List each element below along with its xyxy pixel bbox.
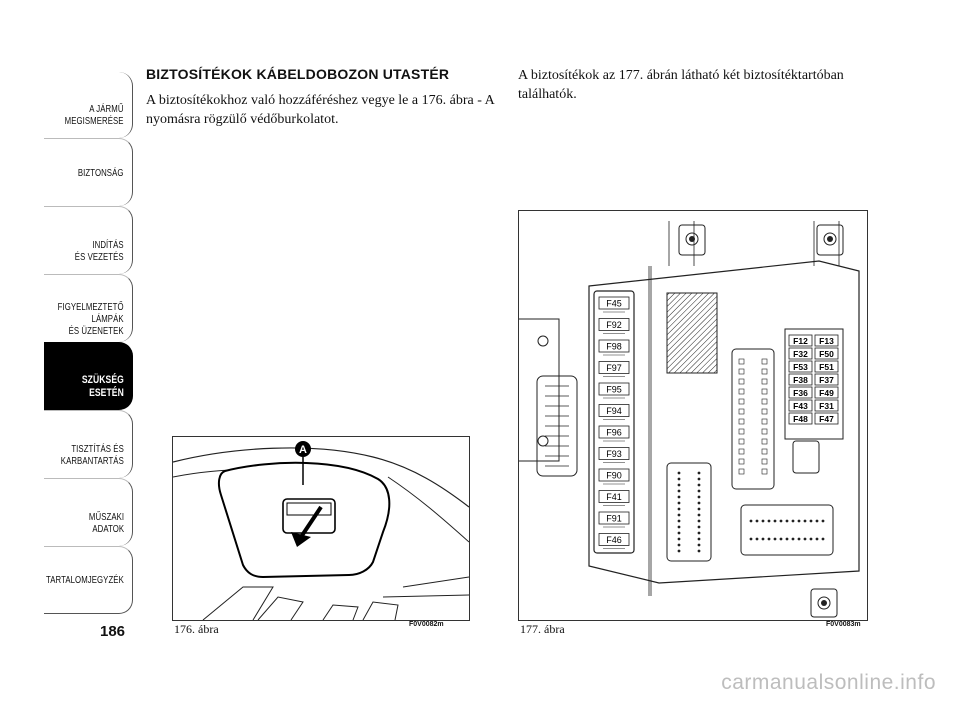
fuse-f97: F97 [598, 361, 630, 377]
fuse-label: F49 [819, 388, 834, 398]
figure-176-code: F0V0082m [409, 621, 444, 628]
fuse-f50: F50 [814, 347, 839, 360]
fuse-label: F92 [606, 320, 622, 330]
tab-label: MŰSZAKI [88, 512, 124, 523]
fuse-f12: F12 [788, 334, 813, 347]
figure-176-caption: 176. ábra [174, 622, 219, 636]
fuse-f93: F93 [598, 447, 630, 463]
section-heading: BIZTOSÍTÉKOK KÁBELDOBOZON UTASTÉR [146, 66, 450, 82]
fuse-f43: F43 [788, 399, 813, 412]
fuse-label: F50 [819, 349, 834, 359]
fuse-f46: F46 [598, 533, 630, 549]
figure-177-caption: 177. ábra [520, 622, 565, 636]
fuse-label: F12 [793, 336, 808, 346]
fuse-label: F46 [606, 535, 622, 545]
tab-label: A JÁRMŰ [89, 104, 124, 115]
fuse-f32: F32 [788, 347, 813, 360]
cover-illustration: A [172, 441, 470, 621]
watermark: carmanualsonline.info [721, 671, 936, 694]
fuse-label: F51 [819, 362, 834, 372]
fuse-label: F13 [819, 336, 834, 346]
tab-label: FIGYELMEZTETŐ [57, 302, 124, 313]
fuse-label: F98 [606, 342, 622, 352]
fuse-label: F90 [606, 471, 622, 481]
fuse-f48: F48 [788, 412, 813, 425]
fuse-label: F45 [606, 299, 622, 309]
fuse-f92: F92 [598, 318, 630, 334]
fuse-f36: F36 [788, 386, 813, 399]
fuse-label: F43 [793, 401, 808, 411]
fuse-f91: F91 [598, 511, 630, 528]
tab-label: TISZTÍTÁS ÉS [71, 444, 124, 455]
left-paragraph: A biztosítékokhoz való hozzáféréshez veg… [146, 93, 494, 127]
fuse-f38: F38 [788, 373, 813, 386]
tab-label: SZÜKSÉG [81, 374, 124, 386]
tab-label: MEGISMERÉSE [65, 116, 124, 127]
tab-label: INDÍTÁS [92, 240, 124, 251]
fuse-f95: F95 [598, 382, 630, 399]
fuse-f13: F13 [814, 334, 839, 347]
fuse-f90: F90 [598, 468, 630, 485]
fuse-label: F53 [793, 362, 808, 372]
fuse-label: F47 [819, 414, 834, 424]
fuse-label: F94 [606, 406, 622, 416]
fuse-label: F36 [793, 388, 808, 398]
fuse-label: F41 [606, 492, 622, 502]
fuse-f31: F31 [814, 399, 839, 412]
fuse-f45: F45 [598, 296, 630, 313]
right-paragraph: A biztosítékok az 177. ábrán látható két… [518, 68, 844, 102]
fuse-label: F37 [819, 375, 834, 385]
tab-label: ÉS ÜZENETEK [68, 326, 124, 337]
tab-biztonsag[interactable]: BIZTONSÁG [44, 138, 133, 206]
fuse-label: F93 [606, 449, 622, 459]
fuse-f96: F96 [598, 425, 630, 442]
fuse-f47: F47 [814, 412, 839, 425]
tab-label: BIZTONSÁG [78, 168, 124, 179]
tab-label: TARTALOMJEGYZÉK [46, 575, 124, 586]
fuse-label: F48 [793, 414, 808, 424]
fuse-label: F32 [793, 349, 808, 359]
fuse-f53: F53 [788, 360, 813, 373]
fuse-label: F96 [606, 428, 622, 438]
fuse-label: F97 [606, 363, 622, 373]
tab-label: ADATOK [92, 524, 124, 535]
callout-a: A [299, 444, 307, 456]
fuse-f94: F94 [598, 404, 630, 420]
fuse-label: F95 [606, 385, 622, 395]
fuse-f49: F49 [814, 386, 839, 399]
tab-tartalomjegyzek[interactable]: TARTALOMJEGYZÉK [44, 546, 133, 614]
figure-177-code: F0V0083m [826, 621, 861, 628]
tab-label: LÁMPÁK [91, 314, 124, 325]
page-number: 186 [100, 623, 126, 640]
figure-176-cover: A [172, 436, 470, 621]
fuse-label: F38 [793, 375, 808, 385]
tab-label: ESETÉN [89, 387, 124, 399]
fuse-f37: F37 [814, 373, 839, 386]
tab-label: KARBANTARTÁS [60, 456, 124, 467]
fuse-f98: F98 [598, 339, 630, 356]
fuse-label: F91 [606, 514, 622, 524]
fuse-f51: F51 [814, 360, 839, 373]
tab-label: ÉS VEZETÉS [75, 252, 124, 263]
fuse-f41: F41 [598, 490, 630, 506]
fuse-label: F31 [819, 401, 834, 411]
